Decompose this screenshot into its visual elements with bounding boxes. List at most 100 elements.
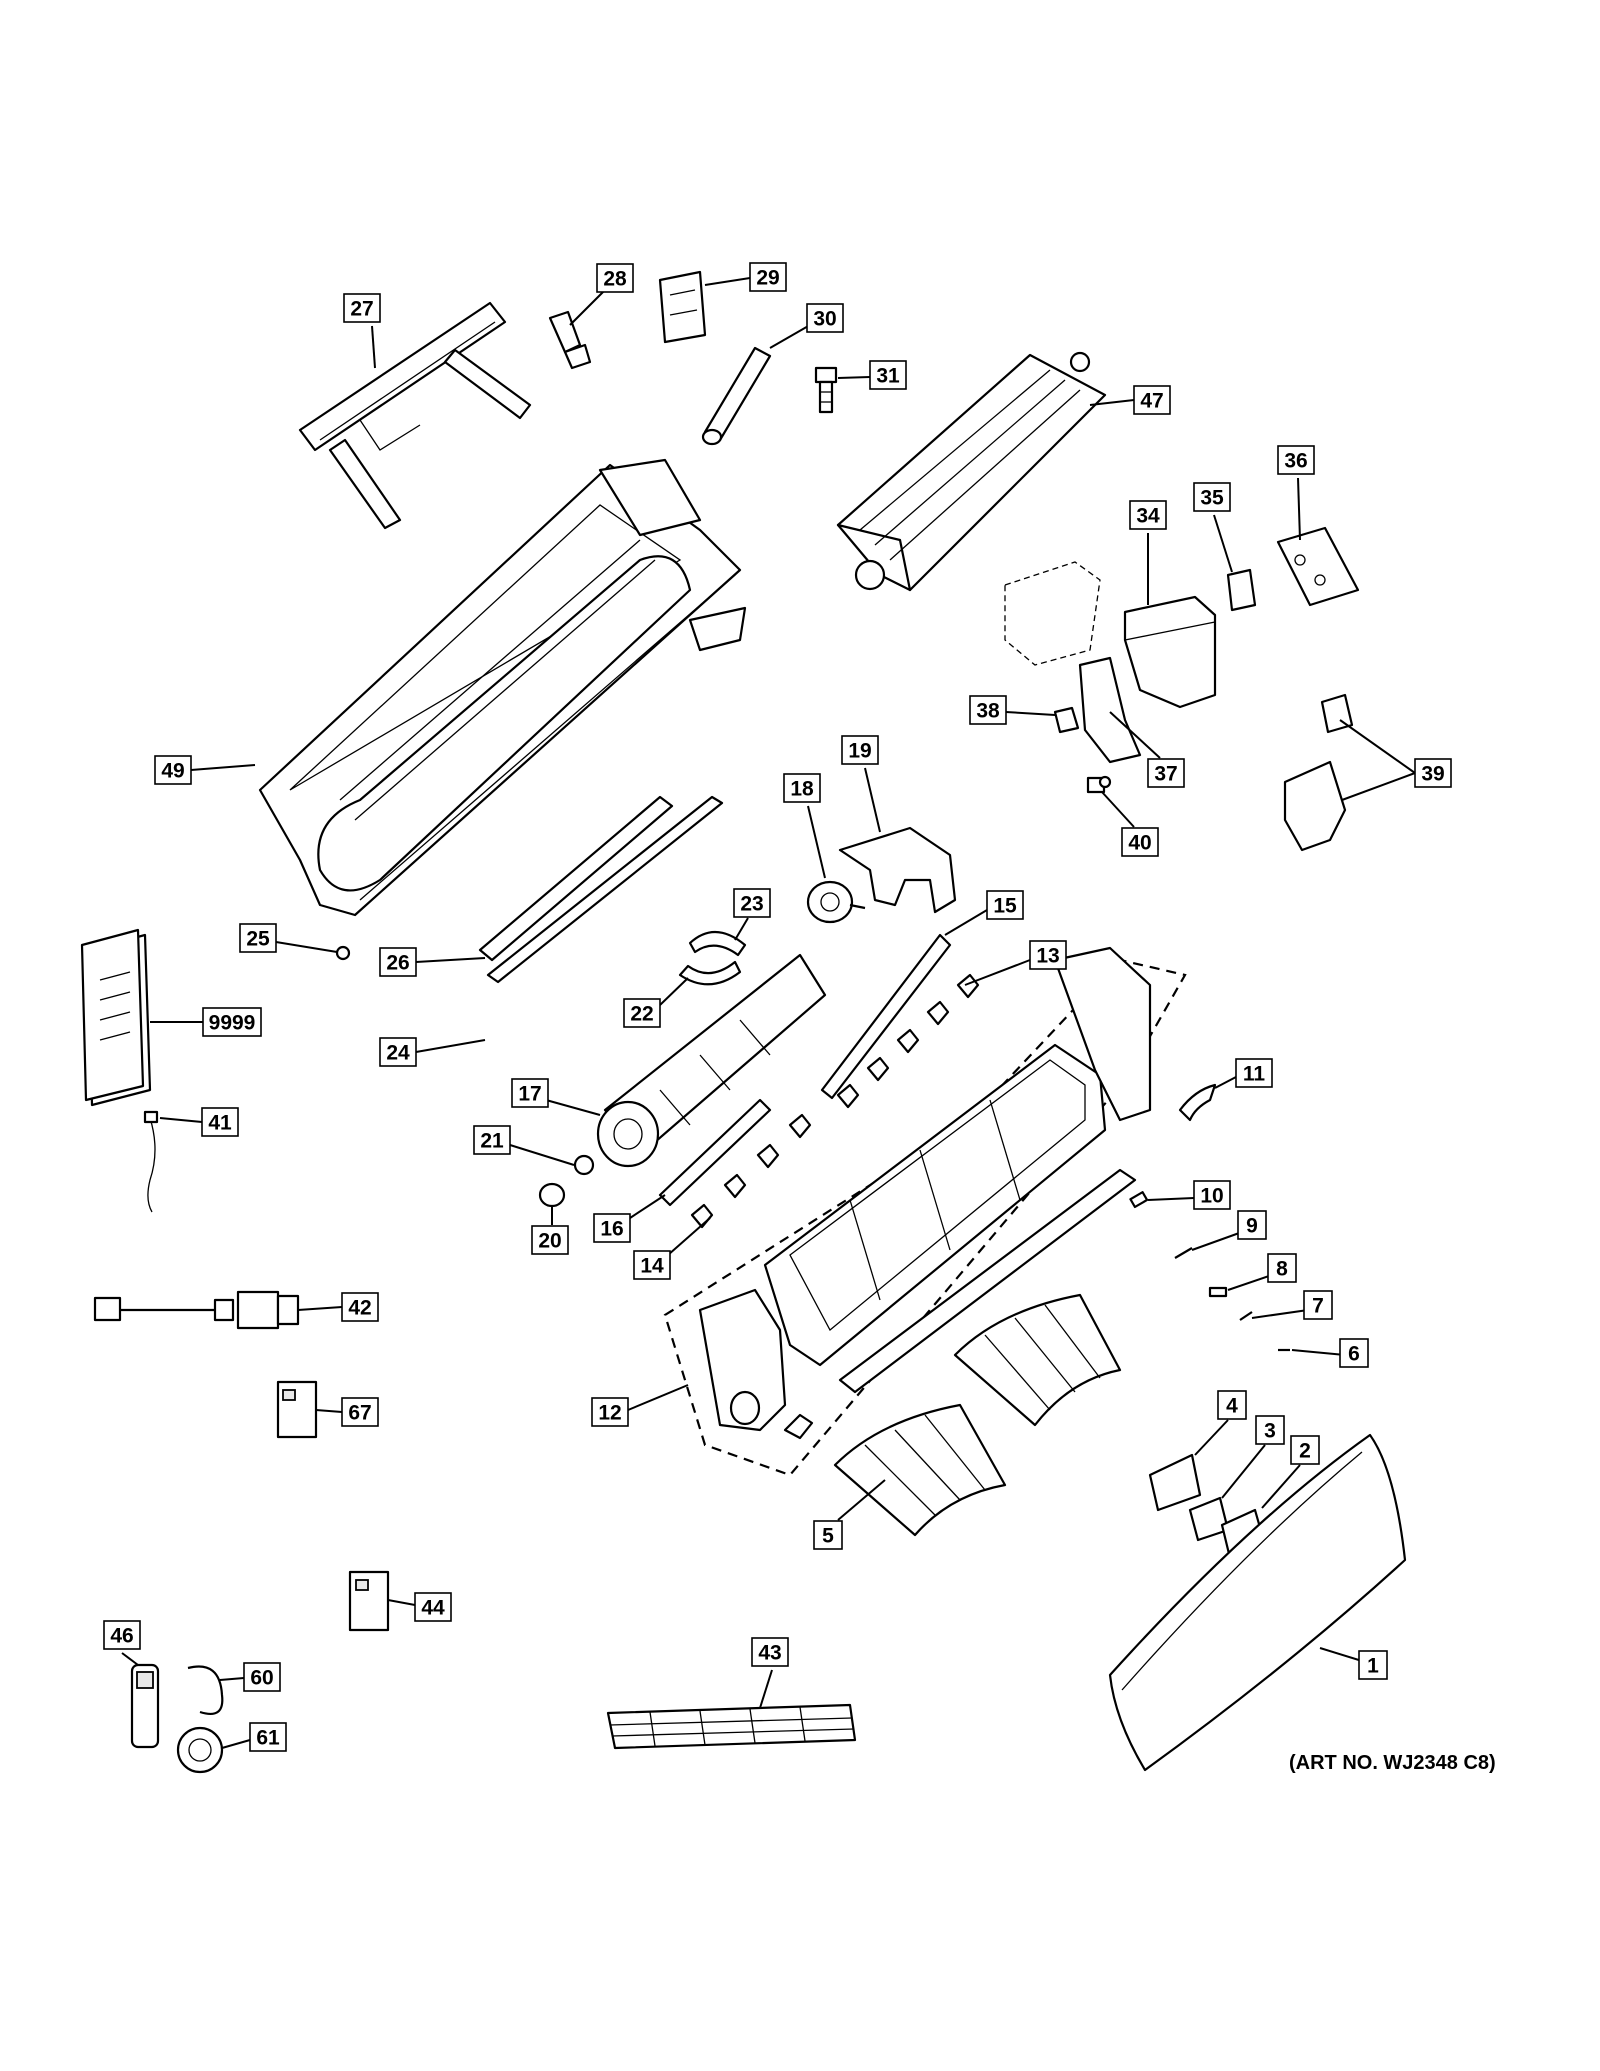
callout-box-60 [243,1662,281,1692]
callout-label-9: 9 [1246,1215,1258,1238]
callout-leader-39 [1341,772,1416,801]
callout-leader-18 [807,805,826,879]
callout-box-44 [414,1592,452,1622]
callout-box-12 [591,1397,629,1427]
callout-box-29 [749,262,787,292]
callout-leader-16 [629,1194,666,1219]
callout-box-21 [473,1125,511,1155]
callout-label-46: 46 [110,1625,133,1648]
callout-leader-5 [837,1479,886,1521]
callout-leader-67 [315,1409,343,1413]
part-owners-manual [80,928,152,1107]
callout-label-31: 31 [876,365,900,388]
callout-label-15: 15 [993,895,1017,918]
callout-leader-26 [415,957,486,963]
callout-box-27 [343,293,381,323]
callout-label-40: 40 [1128,832,1151,855]
callout-box-49 [154,755,192,785]
callout-label-36: 36 [1284,450,1307,473]
callout-label-67: 67 [348,1402,371,1425]
part-louver-strips [478,795,724,984]
callout-leader-7 [1251,1309,1309,1319]
callout-leader-10 [1147,1197,1195,1201]
part-wire-harness [93,1290,300,1330]
callout-label-37: 37 [1154,763,1177,786]
callout-leader-22 [659,977,689,1006]
callout-label-49: 49 [161,760,184,783]
callout-leader-17 [545,1099,601,1116]
callout-label-11: 11 [1243,1063,1266,1086]
part-side-clip [1178,1083,1217,1122]
callout-box-24 [379,1037,417,1067]
callout-leader-47 [1089,399,1135,406]
callout-box-18 [783,773,821,803]
part-louver-lower [658,1098,812,1229]
callout-label-38: 38 [976,700,1000,723]
callout-label-8: 8 [1276,1258,1288,1281]
part-motor-cover [838,826,957,914]
callout-box-43 [751,1637,789,1667]
callout-box-14 [633,1250,671,1280]
callout-leader-41 [159,1117,203,1123]
callout-leader-44 [387,1599,416,1606]
callout-label-13: 13 [1036,945,1059,968]
callout-box-3 [1255,1415,1285,1445]
callout-box-38 [969,695,1007,725]
callout-box-1 [1358,1650,1388,1680]
callout-label-47: 47 [1140,390,1163,413]
part-rod [701,346,772,446]
part-fan-motor [806,880,866,924]
callout-box-30 [806,303,844,333]
callout-label-34: 34 [1136,505,1160,528]
part-remote-control [130,1663,160,1749]
callout-label-14: 14 [640,1255,664,1278]
callout-label-27: 27 [350,298,373,321]
callout-label-44: 44 [421,1597,445,1620]
part-front-panel [1108,1433,1407,1772]
callout-label-10: 10 [1200,1185,1223,1208]
callout-leader-38 [1005,711,1056,716]
part-mounting-plate [298,301,532,530]
callout-box-37 [1147,758,1185,788]
callout-leader-27 [371,325,376,369]
callout-leader-24 [415,1039,486,1053]
callout-box-2 [1290,1435,1320,1465]
callout-leader-4 [1194,1419,1229,1456]
callout-box-39 [1414,758,1452,788]
part-circuit-boards [276,1380,390,1632]
callout-box-16 [593,1213,631,1243]
callout-leader-8 [1227,1274,1273,1291]
callout-label-1: 1 [1367,1655,1379,1678]
callout-leader-3 [1221,1444,1266,1499]
callout-label-41: 41 [208,1112,232,1135]
callout-label-60: 60 [250,1667,273,1690]
callout-label-18: 18 [790,778,814,801]
callout-box-23 [733,888,771,918]
part-air-filters [833,1293,1122,1537]
part-bracket-plate [658,270,707,344]
callout-leader-15 [944,909,988,936]
callout-leader-28 [569,289,606,326]
callout-leader-19 [864,767,881,833]
callout-box-13 [1029,940,1067,970]
callout-label-24: 24 [386,1042,410,1065]
callout-leader-46 [121,1652,139,1666]
callout-label-39: 39 [1421,763,1444,786]
part-strap [187,1665,224,1716]
callout-leader-31 [837,376,871,379]
callout-box-11 [1235,1058,1273,1088]
callout-label-12: 12 [598,1402,621,1425]
callout-leader-36 [1297,477,1301,541]
callout-label-19: 19 [848,740,871,763]
callout-leader-2 [1261,1464,1301,1509]
callout-box-4 [1217,1390,1247,1420]
callout-label-42: 42 [348,1297,371,1320]
callout-leader-12 [627,1384,689,1411]
callout-label-29: 29 [756,267,779,290]
callout-label-5: 5 [822,1525,834,1548]
callout-label-2: 2 [1299,1440,1311,1463]
callout-leader-14 [667,1217,711,1256]
callout-leader-42 [297,1306,343,1311]
callout-box-41 [201,1107,239,1137]
callout-leader-35 [1213,514,1233,573]
